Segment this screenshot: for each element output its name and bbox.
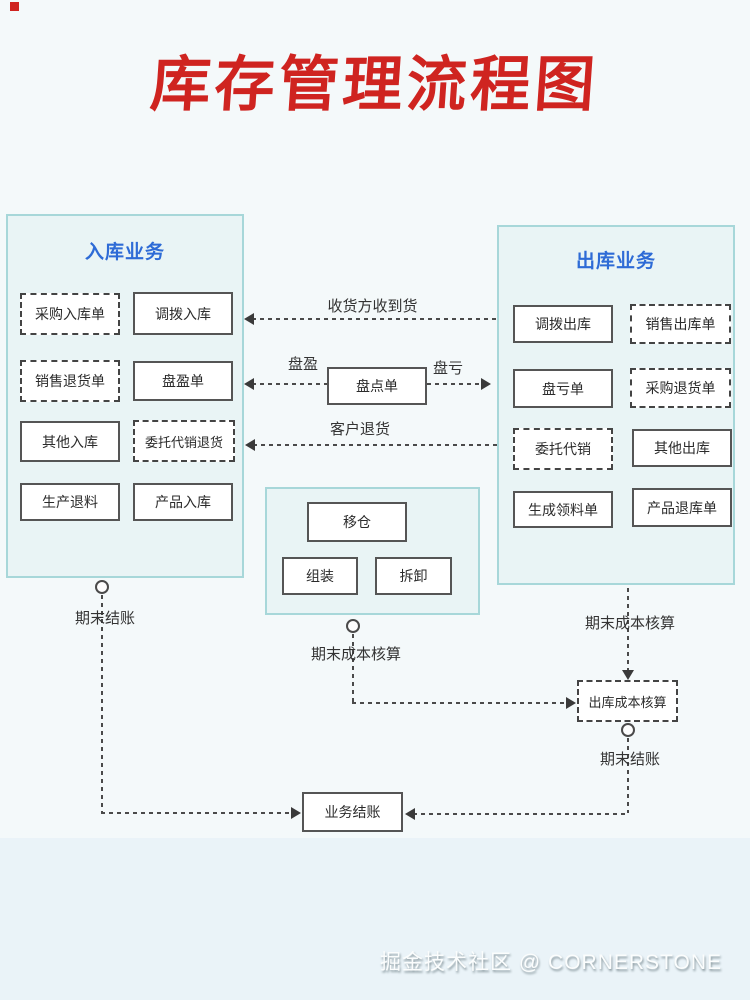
node-consignment: 委托代销 xyxy=(513,428,613,470)
arrowhead-right-icon xyxy=(481,378,491,390)
line-right-cost-v xyxy=(627,588,629,672)
label-receiver-received: 收货方收到货 xyxy=(327,298,418,315)
node-product-return-order: 产品退库单 xyxy=(632,488,732,527)
node-disassemble: 拆卸 xyxy=(375,557,452,595)
page-title: 库存管理流程图 xyxy=(148,51,601,118)
label-period-closing-right: 期末结账 xyxy=(599,751,660,768)
arrowhead-down-icon xyxy=(622,670,634,680)
label-period-cost-mid: 期末成本核算 xyxy=(310,646,401,663)
node-outbound-cost-accounting: 出库成本核算 xyxy=(577,680,678,722)
arrowhead-left-icon xyxy=(405,808,415,820)
label-deficit: 盘亏 xyxy=(432,360,463,377)
node-transfer-inbound: 调拨入库 xyxy=(133,292,233,335)
label-surplus: 盘盈 xyxy=(287,356,318,373)
line-left-closing-v xyxy=(101,595,103,812)
connector-circle xyxy=(346,619,360,633)
line-receiver-received xyxy=(252,318,497,320)
line-left-closing-h xyxy=(101,812,293,814)
node-product-inbound: 产品入库 xyxy=(133,483,233,521)
label-period-closing-left: 期末结账 xyxy=(74,610,135,627)
node-business-closing: 业务结账 xyxy=(302,792,403,832)
line-deficit xyxy=(427,383,483,385)
label-period-cost-right: 期末成本核算 xyxy=(584,615,675,632)
arrowhead-left-icon xyxy=(245,439,255,451)
inbound-group-title: 入库业务 xyxy=(84,242,165,263)
node-other-outbound: 其他出库 xyxy=(632,429,732,467)
node-inventory-check-sheet: 盘点单 xyxy=(327,367,427,405)
label-customer-return: 客户退货 xyxy=(329,421,390,438)
red-corner-mark xyxy=(10,2,19,11)
connector-circle xyxy=(621,723,635,737)
node-purchase-inbound-order: 采购入库单 xyxy=(20,293,120,335)
node-sales-outbound-order: 销售出库单 xyxy=(630,304,731,344)
node-surplus-order: 盘盈单 xyxy=(133,361,233,401)
arrowhead-right-icon xyxy=(291,807,301,819)
node-consignment-return: 委托代销退货 xyxy=(133,420,235,462)
line-surplus xyxy=(252,383,327,385)
arrowhead-right-icon xyxy=(566,697,576,709)
line-mid-cost-h xyxy=(352,702,569,704)
line-mid-cost-v xyxy=(352,634,354,702)
node-production-return: 生产退料 xyxy=(20,483,120,521)
footer-credit: 掘金技术社区 @ CORNERSTONE xyxy=(380,951,722,974)
line-customer-return xyxy=(253,444,497,446)
outbound-group-title: 出库业务 xyxy=(575,251,656,272)
node-sales-return-order: 销售退货单 xyxy=(20,360,120,402)
node-material-requisition: 生成领料单 xyxy=(513,491,613,528)
node-purchase-return-order: 采购退货单 xyxy=(630,368,731,408)
connector-circle xyxy=(95,580,109,594)
node-move-warehouse: 移仓 xyxy=(307,502,407,542)
line-right-closing-v xyxy=(627,738,629,813)
arrowhead-left-icon xyxy=(244,378,254,390)
node-transfer-outbound: 调拨出库 xyxy=(513,305,613,343)
node-assemble: 组装 xyxy=(282,557,358,595)
node-other-inbound: 其他入库 xyxy=(20,421,120,462)
line-right-closing-h xyxy=(413,813,629,815)
footer-band xyxy=(0,838,750,1000)
node-deficit-order: 盘亏单 xyxy=(513,369,613,408)
arrowhead-left-icon xyxy=(244,313,254,325)
